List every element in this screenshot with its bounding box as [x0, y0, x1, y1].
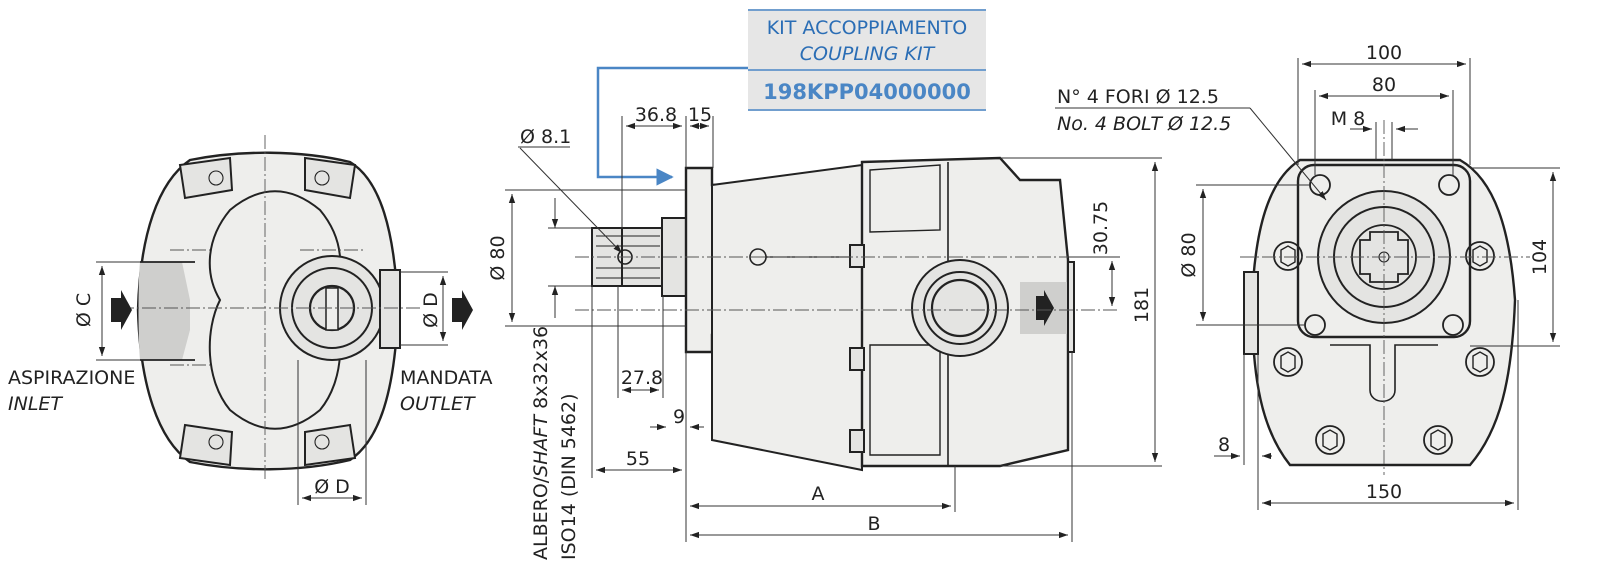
dim-36-8-label: 36.8: [635, 104, 677, 126]
dim-dia-80-side-label: Ø 80: [487, 235, 509, 280]
shaft-spec-albero: ALBERO/: [530, 476, 552, 560]
outlet-label-en: OUTLET: [400, 393, 476, 415]
dim-d-bottom-label: Ø D: [314, 476, 350, 498]
dim-150-label: 150: [1366, 481, 1402, 503]
outlet-label-it: MANDATA: [400, 367, 493, 389]
dim-181-label: 181: [1131, 287, 1153, 323]
bolt-holes-label-it: N° 4 FORI Ø 12.5: [1057, 86, 1219, 108]
dim-c-label: Ø C: [73, 293, 95, 327]
front-view-pump-body: [1240, 120, 1530, 475]
dim-dia-80-front-label: Ø 80: [1178, 232, 1200, 277]
dim-27-8-label: 27.8: [621, 367, 663, 389]
dim-104-label: 104: [1529, 239, 1551, 275]
dim-30-75-label: 30.75: [1090, 201, 1112, 255]
shaft-spec-shaft: SHAFT: [530, 414, 552, 477]
left-view-pump-body: [120, 135, 420, 480]
kit-subtitle: COUPLING KIT: [800, 43, 936, 65]
bolt-holes-label-en: No. 4 BOLT Ø 12.5: [1057, 113, 1231, 135]
dim-8-label: 8: [1218, 434, 1230, 456]
shaft-spec-line1: ALBERO/SHAFT 8x32x36: [530, 326, 552, 560]
inlet-label-it: ASPIRAZIONE: [8, 367, 135, 389]
dim-15-label: 15: [688, 104, 712, 126]
shaft-spec-size: 8x32x36: [530, 326, 552, 415]
dim-100-label: 100: [1366, 42, 1402, 64]
coupling-kit-box: [596, 9, 986, 186]
dim-9-label: 9: [673, 406, 685, 428]
dim-55-label: 55: [626, 448, 650, 470]
dim-d-side-label: Ø D: [420, 292, 442, 328]
left-view-dimensions: [96, 261, 473, 505]
inlet-label-en: INLET: [8, 393, 63, 415]
side-view-pump-body: [575, 156, 1120, 472]
dim-m8-label: M 8: [1331, 108, 1366, 130]
dim-80-label: 80: [1372, 74, 1396, 96]
kit-code: 198KPP04000000: [763, 80, 971, 104]
dim-dia-8-1-label: Ø 8.1: [520, 126, 571, 148]
side-view-dimensions: [505, 116, 1162, 542]
front-view-dimensions: [1055, 58, 1560, 510]
shaft-spec-line2: ISO14 (DIN 5462): [558, 393, 580, 560]
hex-bolt-group: [1273, 241, 1495, 455]
dim-a-label: A: [812, 483, 825, 505]
dim-b-label: B: [867, 513, 880, 535]
kit-title: KIT ACCOPPIAMENTO: [767, 17, 968, 39]
